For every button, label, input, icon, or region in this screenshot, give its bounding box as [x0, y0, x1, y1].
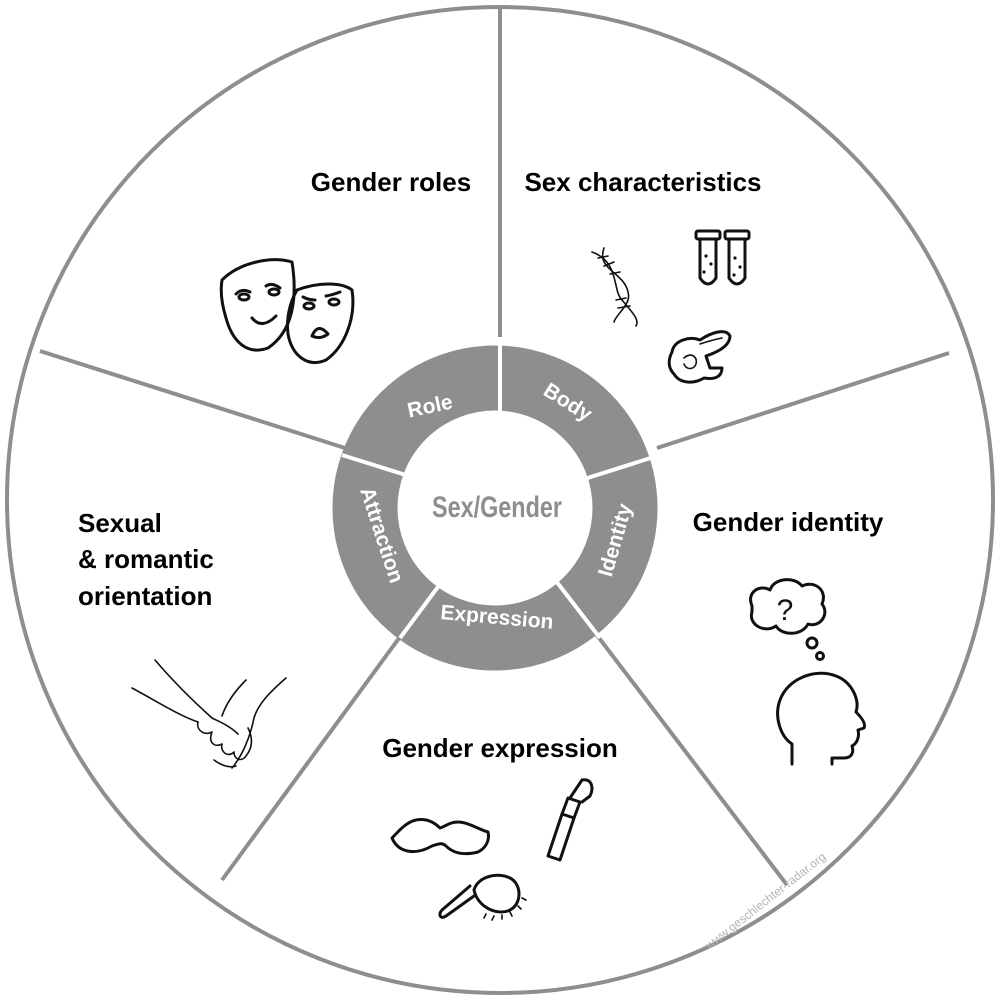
inner-ring: [332, 345, 658, 671]
divider-bottom-left: [220, 628, 407, 882]
title-orientation-line-2: & romantic: [78, 544, 214, 574]
thinking-head-icon: ?: [749, 578, 866, 766]
title-sex-characteristics: Sex characteristics: [524, 167, 761, 197]
ring-gap-right: [574, 453, 661, 484]
title-gender-roles: Gender roles: [311, 167, 471, 197]
pancreas-organ-icon: [667, 330, 732, 384]
segment-dividers: [39, 8, 950, 887]
title-orientation-line-1: Sexual: [78, 508, 162, 538]
center-label: Sex/Gender: [432, 490, 562, 523]
thought-question-mark: ?: [777, 594, 794, 627]
holding-hands-icon: [131, 659, 287, 769]
title-orientation-line-3: orientation: [78, 581, 212, 611]
divider-left: [39, 349, 346, 450]
title-gender-expression: Gender expression: [382, 733, 618, 763]
title-gender-identity: Gender identity: [693, 507, 884, 537]
mustache-icon: [390, 818, 490, 856]
divider-bottom-right: [591, 628, 789, 887]
lipstick-icon: [546, 778, 594, 862]
dna-icon: [591, 247, 638, 327]
test-tubes-icon: [694, 229, 751, 286]
divider-right: [656, 351, 950, 450]
center-disc: [399, 412, 591, 604]
theater-masks-icon: [219, 258, 355, 364]
hairbrush-icon: [438, 873, 527, 921]
